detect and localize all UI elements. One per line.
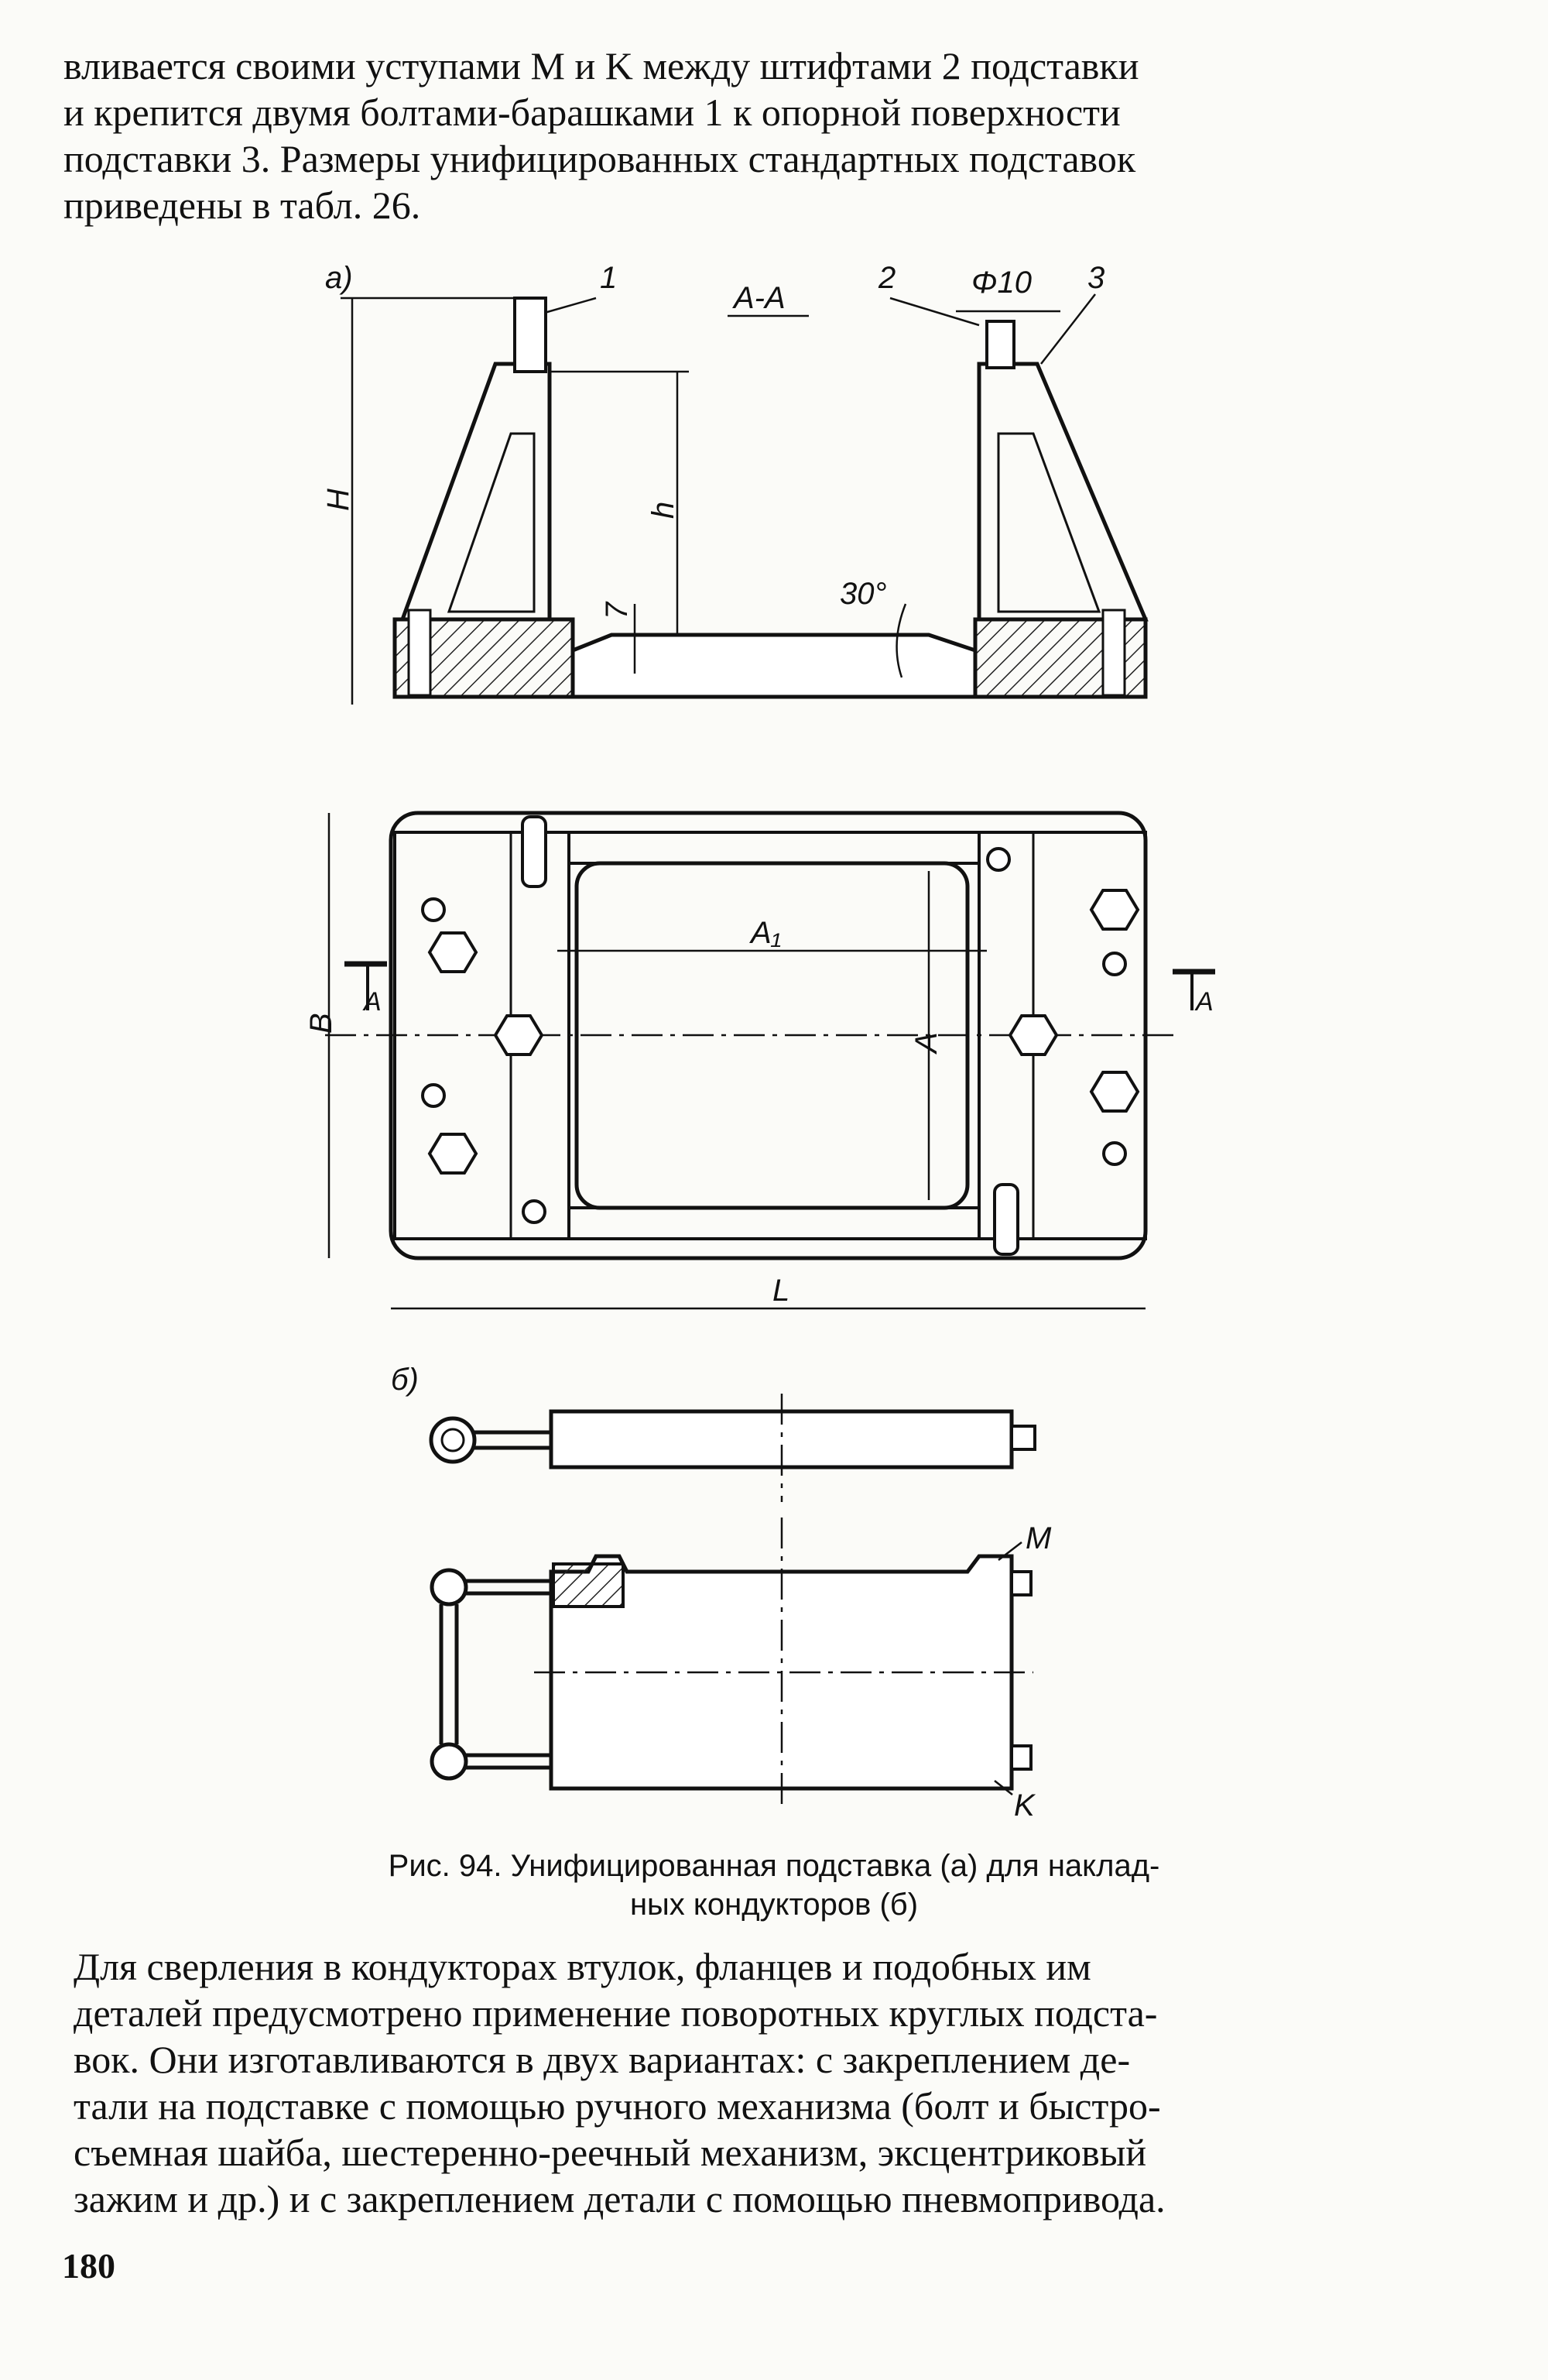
figure-caption: Рис. 94. Унифицированная подставка (а) д… (271, 1847, 1277, 1924)
view-b: б) M K (391, 1363, 1052, 1823)
dimension-L: L (772, 1274, 789, 1308)
dimension-angle: 30° (840, 577, 887, 611)
section-view-a: а) А-А 1 2 Φ10 3 (321, 261, 1149, 705)
text-line: тали на подставке с помощью ручного меха… (74, 2084, 1161, 2128)
section-label: А-А (732, 281, 786, 315)
caption-line: Рис. 94. Унифицированная подставка (а) д… (388, 1849, 1160, 1883)
plan-view: B L A₁ A A A (304, 811, 1215, 1310)
paragraph-bottom: Для сверления в кондукторах втулок, флан… (74, 1943, 1467, 2222)
section-mark-right: A (1194, 987, 1214, 1017)
callout-3: 3 (1087, 261, 1104, 295)
section-mark-left: A (362, 987, 382, 1017)
text-line: подставки 3. Размеры унифицированных ста… (63, 137, 1136, 180)
text-line: вливается своими уступами M и K между шт… (63, 44, 1139, 87)
dimension-B: B (304, 1013, 338, 1034)
callout-M: M (1026, 1521, 1052, 1555)
text-line: деталей предусмотрено применение поворот… (74, 1991, 1158, 2035)
dimension-A: A (909, 1032, 944, 1055)
dimension-A1: A₁ (749, 916, 781, 950)
text-line: съемная шайба, шестеренно-реечный механи… (74, 2131, 1147, 2174)
text-line: зажим и др.) и с закреплением детали с п… (74, 2177, 1166, 2221)
callout-K: K (1014, 1788, 1036, 1823)
page-number: 180 (62, 2246, 115, 2286)
callout-2: 2 (878, 261, 896, 295)
caption-line: ных кондукторов (б) (629, 1888, 919, 1922)
dimension-7: 7 (600, 601, 634, 619)
dimension-H: H (321, 489, 355, 511)
text-line: и крепится двумя болтами-барашками 1 к о… (63, 91, 1121, 134)
label-a: а) (325, 261, 353, 295)
label-b: б) (391, 1363, 419, 1397)
callout-1: 1 (600, 261, 617, 295)
paragraph-top: вливается своими уступами M и K между шт… (63, 43, 1449, 228)
dimension-h: h (646, 502, 680, 519)
dimension-phi: Φ10 (971, 266, 1032, 300)
text-line: вок. Они изготавливаются в двух варианта… (74, 2038, 1131, 2081)
text-line: приведены в табл. 26. (63, 183, 421, 227)
text-line: Для сверления в кондукторах втулок, флан… (74, 1945, 1091, 1988)
